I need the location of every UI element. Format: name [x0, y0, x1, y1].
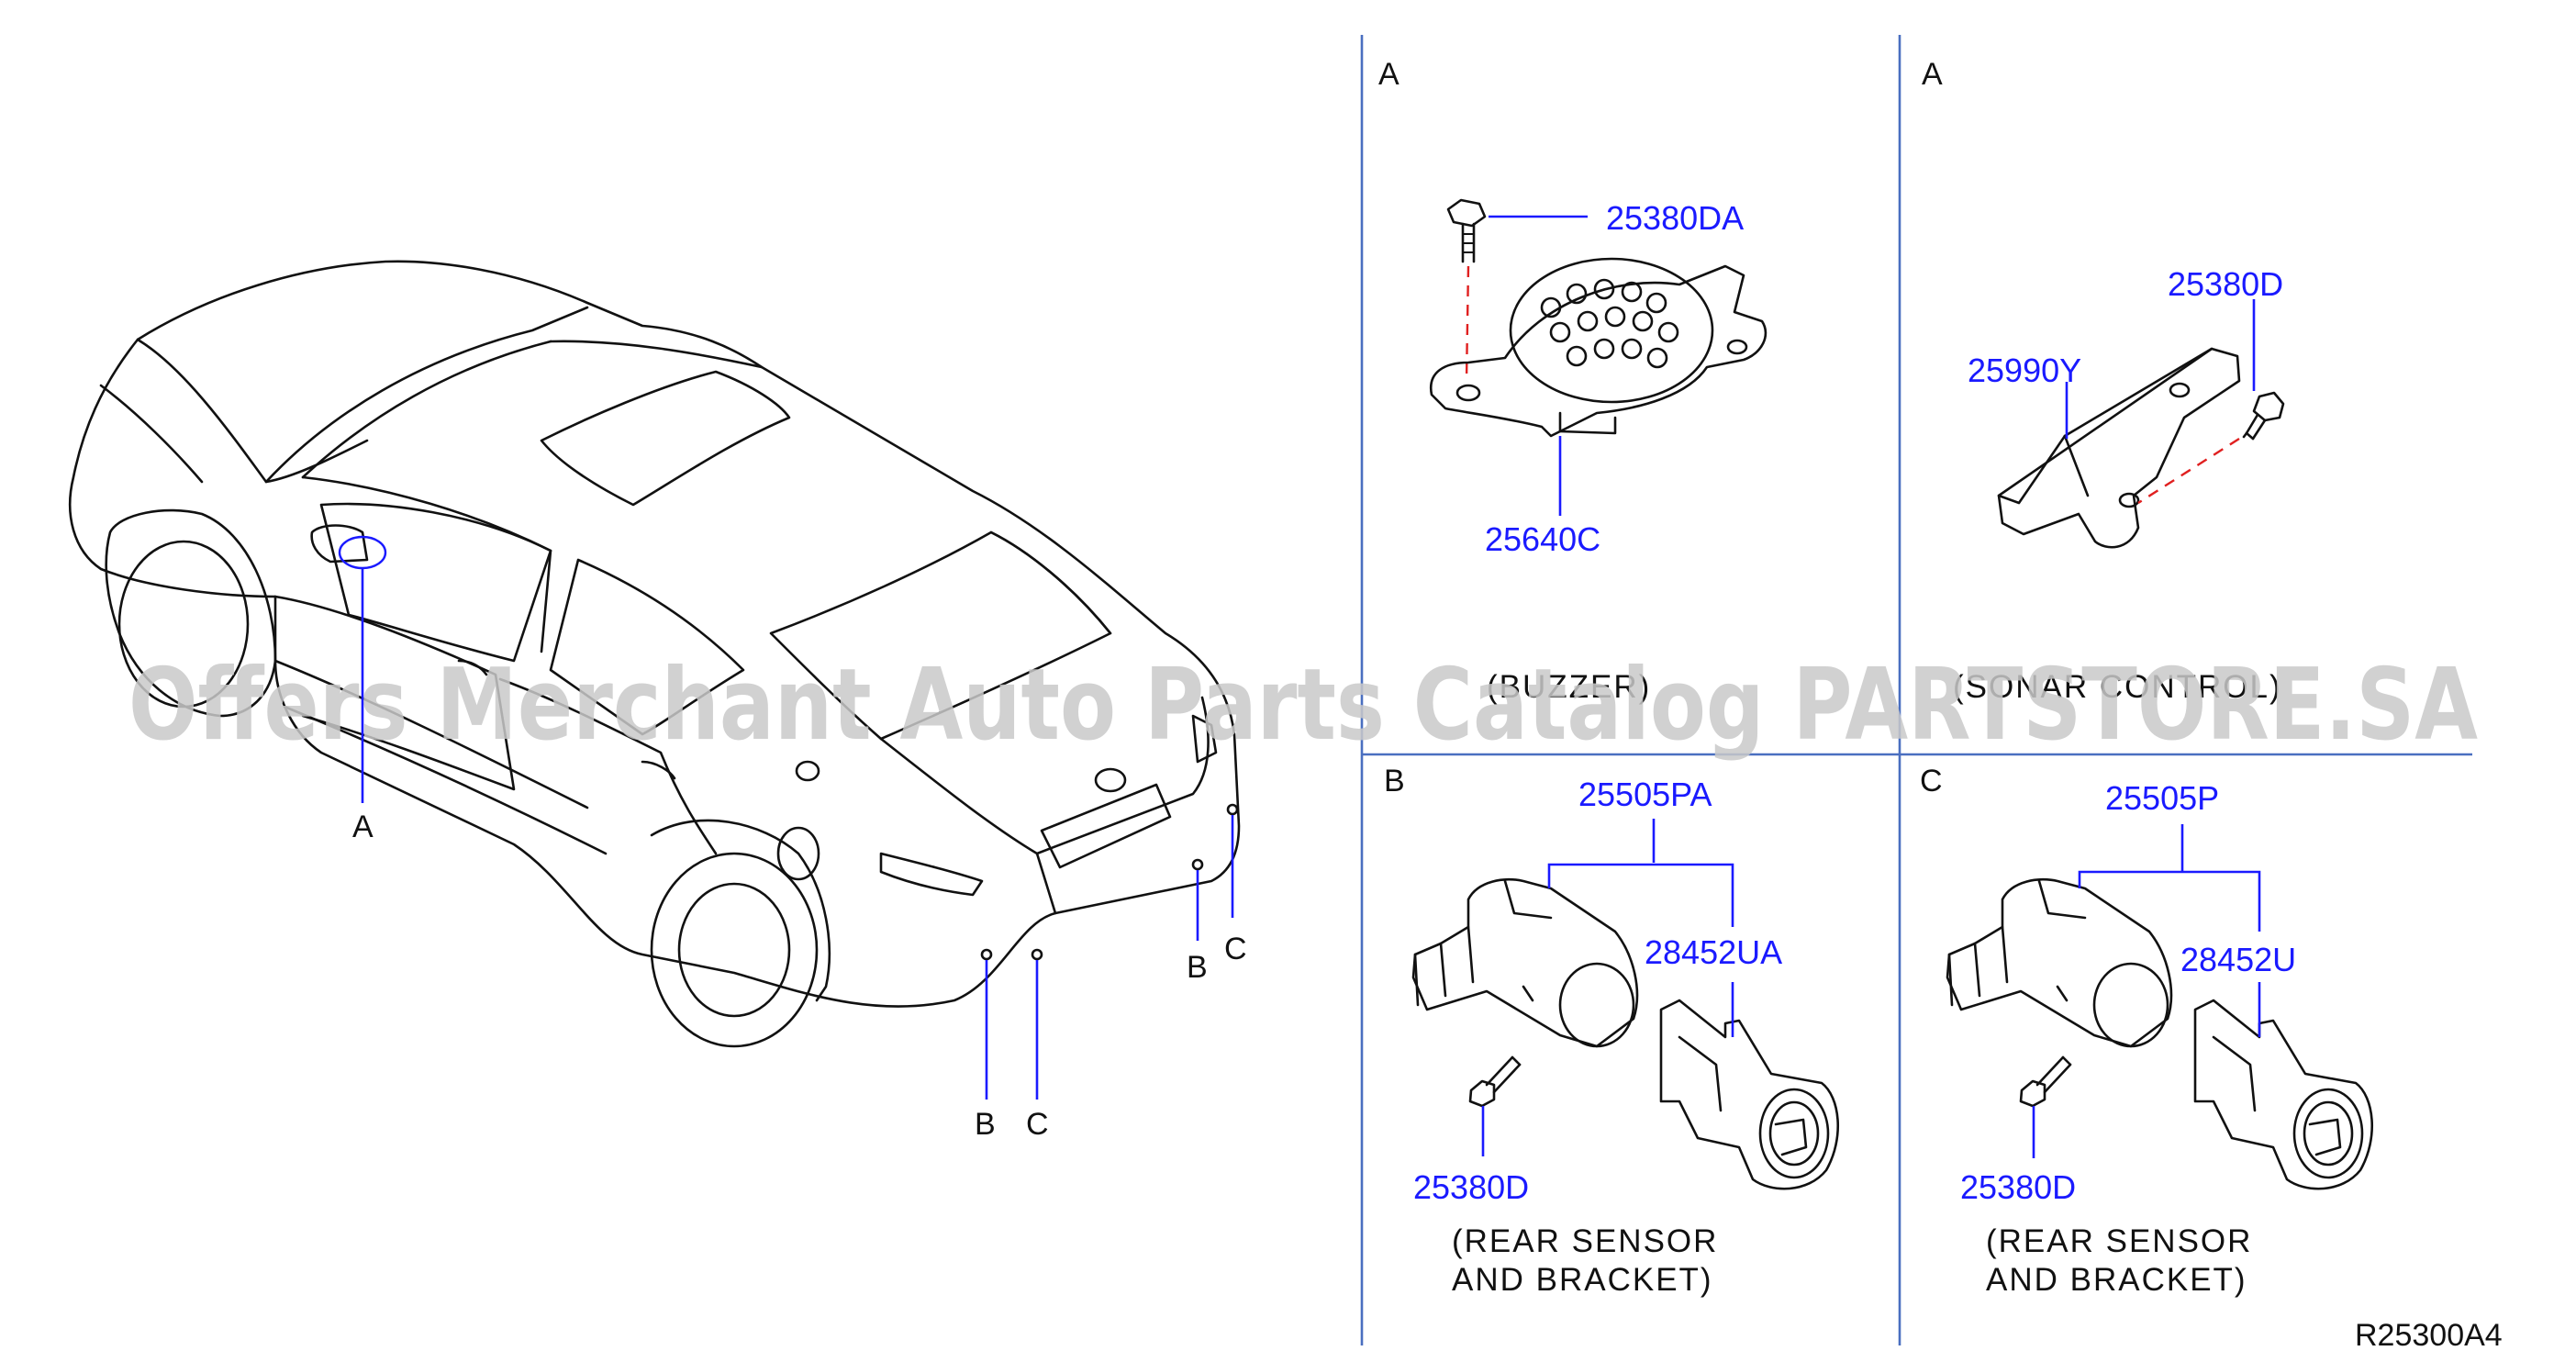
- panel-b-caption-line1: (REAR SENSOR: [1452, 1223, 1718, 1259]
- panel-c-letter: C: [1920, 764, 1943, 798]
- sonar-control-unit-icon: [1997, 347, 2241, 549]
- bolt-icon: [2019, 1055, 2072, 1108]
- watermark-text: Offers Merchant Auto Parts Catalog PARTS…: [128, 648, 2478, 763]
- panel-c-caption-line1: (REAR SENSOR: [1986, 1223, 2252, 1259]
- part-number-25505P: 25505P: [2105, 779, 2219, 817]
- panel-b-letter: B: [1384, 764, 1405, 798]
- part-number-25380DA: 25380DA: [1606, 199, 1744, 237]
- car-callout-c-side: C: [1224, 932, 1247, 966]
- car-callout-a: A: [352, 809, 374, 844]
- panel-dividers: [1360, 35, 2472, 1345]
- sensor-bracket-icon: [1659, 999, 1840, 1190]
- part-number-25990Y: 25990Y: [1968, 352, 2081, 389]
- car-callout-leaders: [361, 567, 1234, 1100]
- part-number-28452UA: 28452UA: [1645, 933, 1782, 971]
- sensor-bracket-icon: [2193, 999, 2374, 1190]
- bolt-icon: [1468, 1055, 1522, 1108]
- panel-rear-sensor-c: C 25505P 28452U 25380: [1920, 764, 2374, 1298]
- part-number-25380D-sonar: 25380D: [2168, 265, 2283, 303]
- part-number-25380D-b: 25380D: [1413, 1168, 1529, 1206]
- panel-a2-letter: A: [1922, 57, 1943, 92]
- panel-a1-letter: A: [1378, 57, 1400, 92]
- panel-a2-caption: (SONAR CONTROL): [1953, 669, 2282, 705]
- panel-b-caption-line2: AND BRACKET): [1452, 1262, 1713, 1298]
- panel-rear-sensor-b: B 25505PA: [1384, 764, 1840, 1298]
- part-number-25640C: 25640C: [1485, 520, 1600, 558]
- buzzer-icon: [1429, 257, 1768, 438]
- panel-sonar-control: A 25380D 25990Y (SONAR CONTROL): [1922, 57, 2285, 705]
- car-illustration: [68, 260, 1241, 1048]
- bolt-icon: [1446, 198, 1487, 263]
- part-number-25380D-c: 25380D: [1960, 1168, 2076, 1206]
- parking-sensor-icon: [1411, 877, 1639, 1048]
- part-number-28452U: 28452U: [2180, 941, 2296, 978]
- car-callout-b-side: B: [1187, 950, 1208, 985]
- car-callout-b: B: [975, 1107, 996, 1142]
- car-callout-c: C: [1026, 1107, 1049, 1142]
- diagram-code: R25300A4: [2355, 1318, 2503, 1353]
- parking-sensor-icon: [1946, 877, 2173, 1048]
- panel-a1-caption: (BUZZER): [1487, 669, 1651, 705]
- panel-buzzer: A: [1378, 57, 1768, 705]
- part-number-25505PA: 25505PA: [1578, 776, 1712, 813]
- panel-c-caption-line2: AND BRACKET): [1986, 1262, 2247, 1298]
- bolt-icon: [2242, 391, 2285, 441]
